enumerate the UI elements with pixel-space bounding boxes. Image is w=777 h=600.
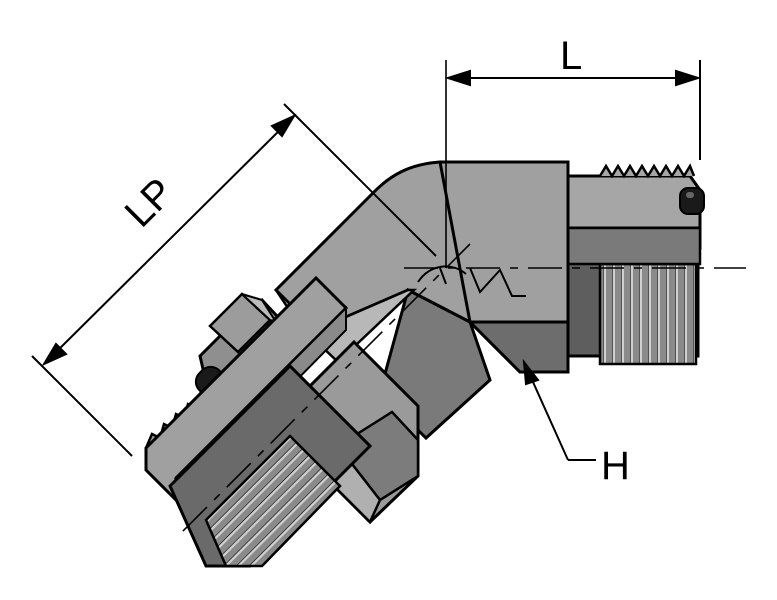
leader-h (522, 358, 596, 461)
right-port (566, 163, 705, 366)
dimension-label-h: H (601, 444, 630, 488)
center-lines (179, 60, 746, 535)
dimension-l (444, 60, 702, 160)
dimension-label-l: L (560, 34, 583, 78)
dimension-lp (31, 103, 437, 457)
angled-port (144, 275, 373, 568)
